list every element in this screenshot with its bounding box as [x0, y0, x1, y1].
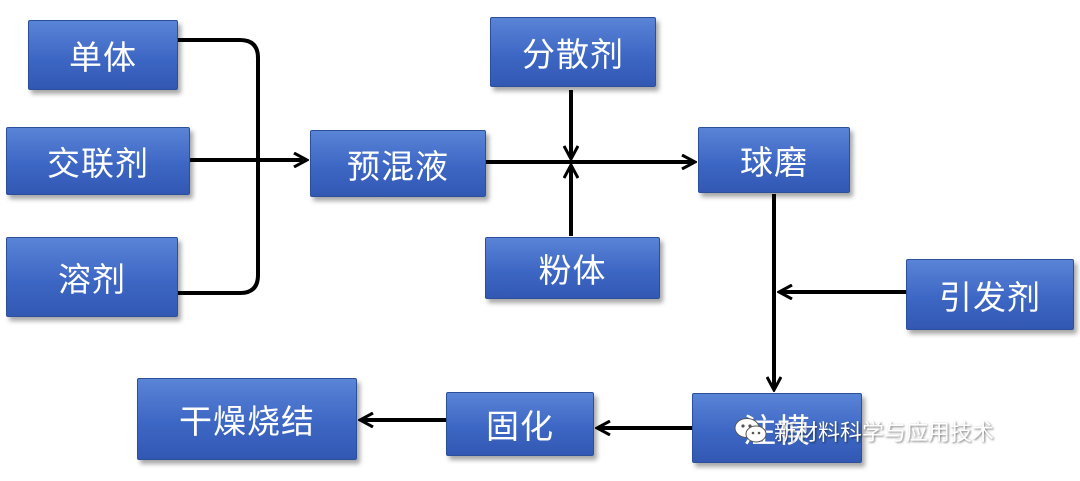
powder-box: 粉体: [485, 237, 660, 299]
crosslinker-box: 交联剂: [6, 127, 190, 195]
injection-box: 注模: [692, 393, 862, 463]
monomer-box: 单体: [28, 20, 178, 90]
dry-sinter-box: 干燥烧结: [137, 378, 357, 460]
watermark: 新材料科学与应用技术: [734, 415, 994, 447]
watermark-text: 新材料科学与应用技术: [774, 421, 995, 446]
cure-box: 固化: [446, 392, 594, 456]
ball-mill-box: 球磨: [698, 127, 850, 193]
premix-box: 预混液: [310, 130, 486, 197]
wechat-logo-icon: [734, 418, 767, 443]
connector-monomer: [178, 38, 260, 160]
connector-solvent: [178, 160, 260, 295]
dispersant-box: 分散剂: [490, 17, 656, 87]
solvent-box: 溶剂: [6, 237, 178, 317]
initiator-box: 引发剂: [906, 259, 1074, 330]
